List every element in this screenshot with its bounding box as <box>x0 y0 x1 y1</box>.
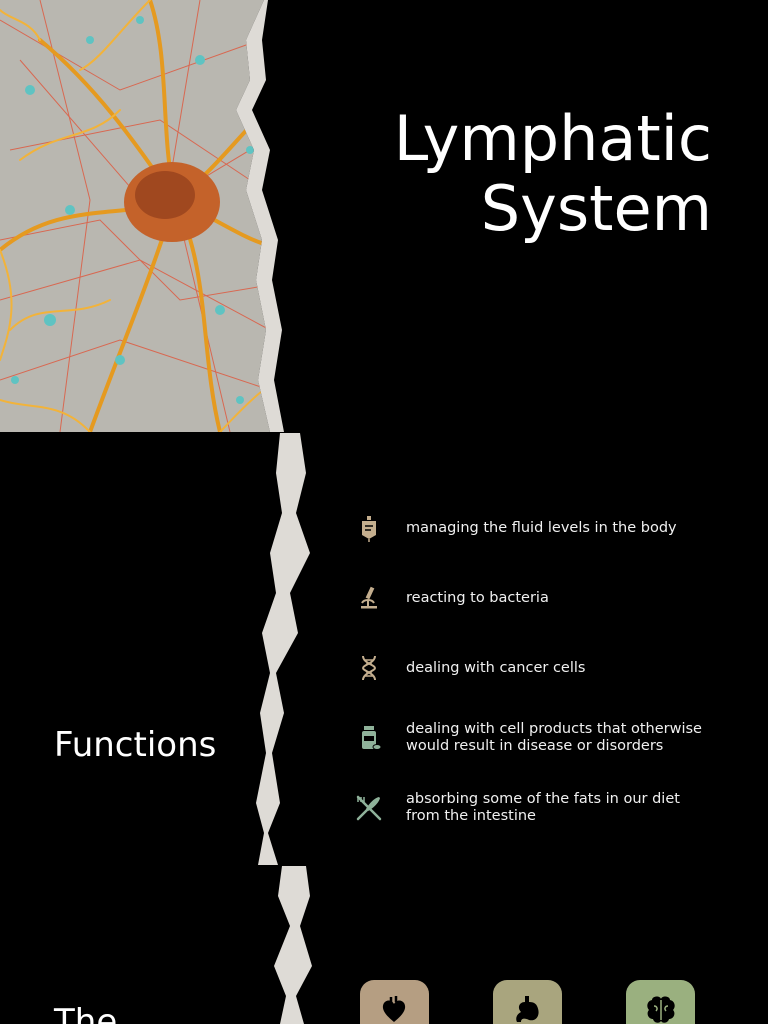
function-item: dealing with cancer cells <box>354 633 704 703</box>
stomach-icon <box>516 996 539 1022</box>
function-text: dealing with cancer cells <box>406 659 586 676</box>
medicine-bottle-icon <box>362 726 382 750</box>
title-line-2: System <box>480 172 712 245</box>
organs-heading: The <box>54 1002 118 1024</box>
heart-icon <box>382 996 406 1022</box>
torn-paper-edge <box>236 0 300 432</box>
organs-slide: The <box>0 866 768 1024</box>
function-item: absorbing some of the fats in our diet f… <box>354 773 704 843</box>
title-line-1: Lymphatic <box>393 102 712 175</box>
function-item: reacting to bacteria <box>354 563 704 633</box>
function-item: dealing with cell products that otherwis… <box>354 703 704 773</box>
brain-tile <box>626 980 695 1024</box>
function-text: absorbing some of the fats in our diet f… <box>406 791 680 824</box>
functions-heading: Functions <box>54 725 217 765</box>
torn-paper-strip <box>274 866 312 1024</box>
brain-icon <box>647 996 675 1023</box>
function-text: reacting to bacteria <box>406 589 549 606</box>
heart-tile <box>360 980 429 1024</box>
fork-knife-icon <box>356 795 382 821</box>
functions-list: managing the fluid levels in the body re… <box>354 493 704 843</box>
stomach-tile <box>493 980 562 1024</box>
torn-paper-strip <box>256 433 310 865</box>
iv-bag-icon <box>362 516 376 542</box>
dna-icon <box>361 655 377 681</box>
slide-title: Lymphatic System <box>394 104 712 244</box>
function-text: managing the fluid levels in the body <box>406 519 677 536</box>
function-text: dealing with cell products that otherwis… <box>406 721 702 754</box>
microscope-icon <box>361 586 377 609</box>
functions-slide: Functions managing the fluid levels in t… <box>0 433 768 865</box>
cover-slide: Lymphatic System <box>0 0 768 432</box>
function-item: managing the fluid levels in the body <box>354 493 704 563</box>
